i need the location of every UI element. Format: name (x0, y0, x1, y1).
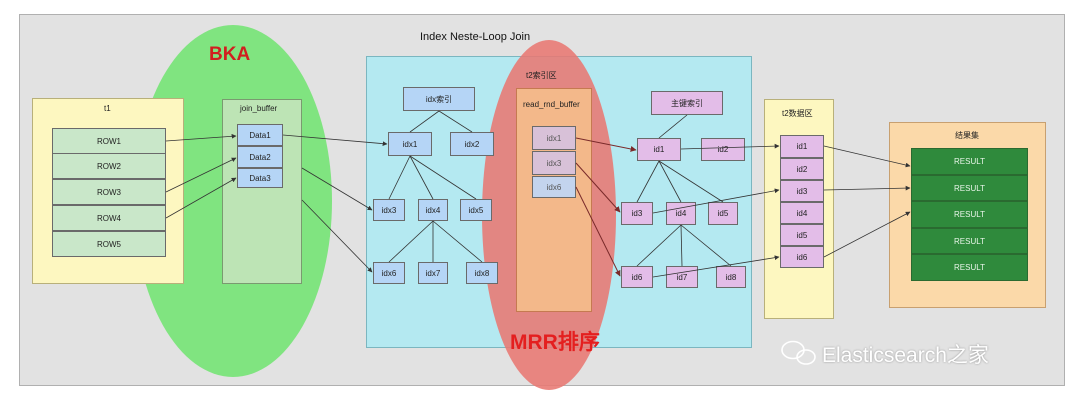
arrow-data-result2 (823, 185, 911, 191)
result-set-label: 结果集 (955, 131, 979, 140)
arrow-data1-idx1 (282, 134, 388, 147)
t2-data-item: id3 (780, 180, 824, 202)
tree-edge (409, 155, 477, 200)
tree-edge (409, 155, 434, 200)
t1-row: ROW5 (52, 231, 166, 257)
result-row: RESULT (911, 148, 1028, 175)
arrow-id6-data (652, 255, 780, 278)
t1-label: t1 (104, 104, 111, 113)
t1-row: ROW3 (52, 179, 166, 205)
arrow-id1-data (680, 143, 780, 150)
result-row: RESULT (911, 175, 1028, 201)
idx-node: idx8 (466, 262, 498, 284)
tree-edge (636, 224, 682, 267)
arrow-data-result1 (823, 145, 911, 168)
arrow-id3-data (652, 188, 780, 214)
result-row: RESULT (911, 201, 1028, 228)
join-buffer-item: Data1 (237, 124, 283, 146)
primary-index-header: 主键索引 (651, 91, 723, 115)
arrow-row4-data3 (165, 177, 237, 219)
primary-index-node: id6 (621, 266, 653, 288)
idx-node: idx7 (418, 262, 448, 284)
idx-index-header: idx索引 (403, 87, 475, 111)
read-rnd-buffer-item: idx1 (532, 126, 576, 150)
primary-index-node: id5 (708, 202, 738, 225)
idx-node: idx5 (460, 199, 492, 221)
primary-index-node: id8 (716, 266, 746, 288)
idx-node: idx1 (388, 132, 432, 156)
primary-index-node: id3 (621, 202, 653, 225)
t1-row: ROW4 (52, 205, 166, 231)
tree-edge (409, 110, 440, 133)
bka-label: BKA (209, 44, 251, 65)
tree-edge (658, 114, 688, 139)
t2-index-area-label: t2索引区 (526, 71, 557, 80)
t1-row: ROW2 (52, 153, 166, 179)
arrow-rrb-id1 (575, 137, 637, 152)
t2-data-item: id4 (780, 202, 824, 224)
join-buffer-label: join_buffer (240, 104, 278, 113)
join-buffer-item: Data3 (237, 168, 283, 188)
primary-index-node: id4 (666, 202, 696, 225)
tree-edge (658, 160, 724, 203)
t2-data-item: id6 (780, 246, 824, 268)
arrow-row1-data1 (165, 133, 237, 142)
read-rnd-buffer (516, 88, 592, 312)
tree-edge (432, 220, 483, 263)
arrow-data2-idx3 (301, 167, 373, 211)
read-rnd-buffer-item: idx6 (532, 176, 576, 198)
arrow-rrb-id3 (575, 162, 621, 213)
read-rnd-buffer-label: read_rnd_buffer (523, 100, 580, 109)
idx-node: idx2 (450, 132, 494, 156)
t2-data-area-label: t2数据区 (782, 109, 813, 118)
tree-edge (680, 224, 732, 267)
arrow-rrb-id6 (575, 186, 621, 277)
result-row: RESULT (911, 254, 1028, 281)
idx-node: idx6 (373, 262, 405, 284)
join-buffer-item: Data2 (237, 146, 283, 168)
mrr-label: MRR排序 (510, 331, 600, 354)
tree-edge (388, 155, 411, 200)
diagram-title: Index Neste-Loop Join (420, 31, 531, 43)
wechat-icon (781, 340, 816, 365)
arrow-row3-data2 (165, 157, 237, 193)
primary-index-node: id2 (701, 138, 745, 161)
t2-data-item: id5 (780, 224, 824, 246)
tree-edge (658, 160, 682, 203)
arrow-data3-idx6 (301, 199, 373, 273)
tree-edge (636, 160, 660, 203)
read-rnd-buffer-item: idx3 (532, 151, 576, 175)
watermark-text: Elasticsearch之家 (822, 344, 989, 367)
arrow-data-result3 (823, 211, 911, 258)
t2-data-item: id2 (780, 158, 824, 180)
t2-data-item: id1 (780, 135, 824, 158)
tree-edge (438, 110, 473, 133)
tree-edge (388, 220, 434, 263)
idx-node: idx4 (418, 199, 448, 221)
tree-edge (680, 224, 683, 267)
result-row: RESULT (911, 228, 1028, 254)
idx-node: idx3 (373, 199, 405, 221)
primary-index-node: id1 (637, 138, 681, 161)
